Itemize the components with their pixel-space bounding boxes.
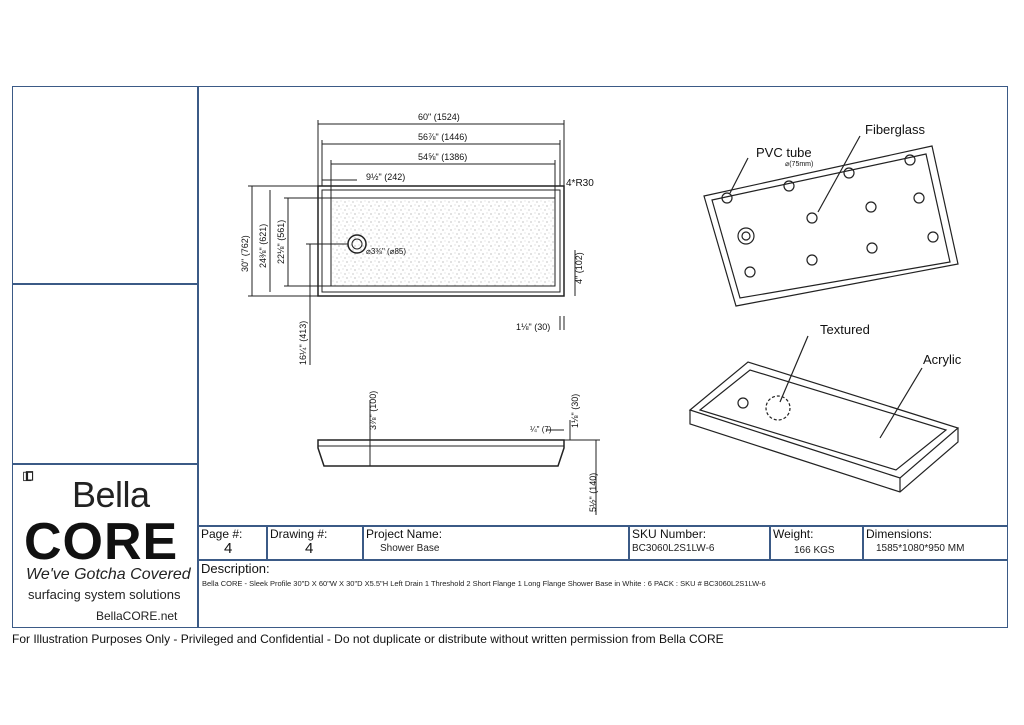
page-label: Page #: [201,527,243,541]
description-value: Bella CORE - Sleek Profile 30"D X 60"W X… [202,579,766,588]
brand-tagline: We've Gotcha Covered [26,566,191,583]
left-panel-divider-1 [12,283,198,285]
title-block-top [197,525,1008,527]
title-divider-1 [266,525,268,560]
drawing-label: Drawing #: [270,527,328,541]
sku-value: BC3060L2S1LW-6 [632,543,715,554]
brand-website: BellaCORE.net [96,609,178,623]
confidentiality-footer: For Illustration Purposes Only - Privile… [12,632,724,646]
brand-name-bottom: CORE [24,513,179,571]
weight-value: 166 KGS [794,545,835,556]
dimensions-value: 1585*1080*950 MM [876,543,965,554]
title-divider-3 [628,525,630,560]
project-value: Shower Base [380,543,440,554]
project-label: Project Name: [366,527,443,541]
brand-subline: surfacing system solutions [28,587,181,602]
description-label: Description: [201,561,270,576]
drawing-frame [12,86,1008,628]
brand-name-top: Bella [72,474,150,515]
sku-label: SKU Number: [632,527,707,541]
title-divider-2 [362,525,364,560]
title-divider-5 [862,525,864,560]
page-value: 4 [224,540,233,557]
title-divider-4 [769,525,771,560]
logo-stacked-squares-icon [23,471,34,482]
left-panel-divider-2 [12,463,198,465]
dimensions-label: Dimensions: [866,527,933,541]
drawing-value: 4 [305,540,314,557]
left-column-divider [197,86,199,628]
bella-core-logo-mark [23,471,34,482]
title-block-mid [197,559,1008,561]
weight-label: Weight: [773,527,814,541]
